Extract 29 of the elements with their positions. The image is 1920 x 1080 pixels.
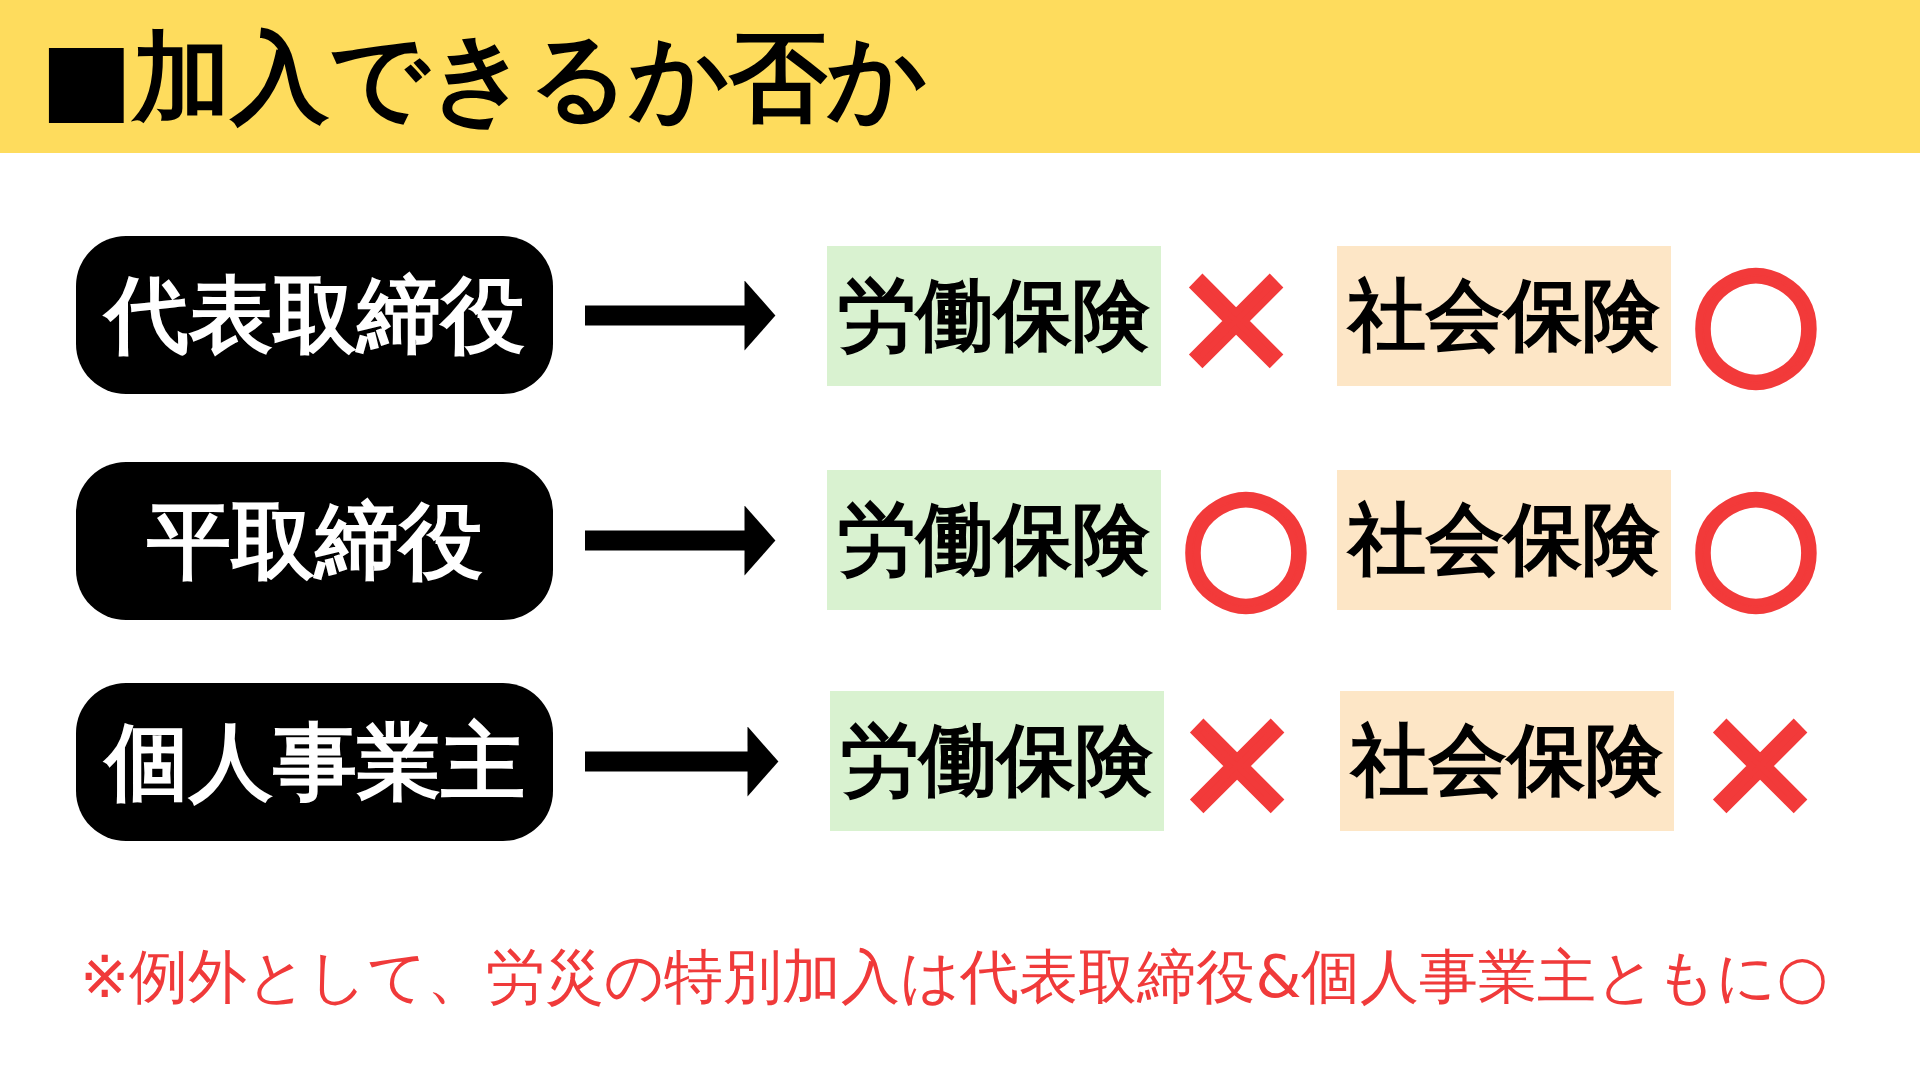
status-mark: ×: [1697, 686, 1823, 836]
highlight-box: [827, 246, 1161, 386]
node-text: 個人事業主: [104, 715, 525, 809]
highlight-box: [830, 691, 1164, 831]
status-mark: ×: [1174, 686, 1300, 836]
node-text: 社会保険: [1351, 718, 1663, 804]
node-text: 社会保険: [1348, 497, 1660, 583]
arrow: [585, 726, 779, 797]
rounded-box: [76, 462, 553, 620]
highlight-box: [1337, 246, 1671, 386]
title: ■加入できるか否か: [40, 22, 927, 132]
rounded-box: [76, 683, 553, 841]
highlight-box: [827, 470, 1161, 610]
status-mark: ○: [1690, 241, 1822, 391]
status-mark: ○: [1180, 465, 1312, 615]
arrow: [585, 505, 776, 576]
highlight-box: [1340, 691, 1674, 831]
node-text: 労働保険: [841, 718, 1153, 804]
node-text: 代表取締役: [104, 268, 525, 362]
highlight-box: [1337, 470, 1671, 610]
node-text: 労働保険: [838, 497, 1150, 583]
status-mark: ×: [1173, 241, 1299, 391]
arrow: [585, 280, 776, 351]
node-text: 労働保険: [838, 273, 1150, 359]
footnote: ※例外として、労災の特別加入は代表取締役&個人事業主ともに○: [80, 941, 1828, 1013]
status-mark: ○: [1690, 465, 1822, 615]
node-text: 平取締役: [146, 494, 483, 588]
node-text: 社会保険: [1348, 273, 1660, 359]
rounded-box: [76, 236, 553, 394]
